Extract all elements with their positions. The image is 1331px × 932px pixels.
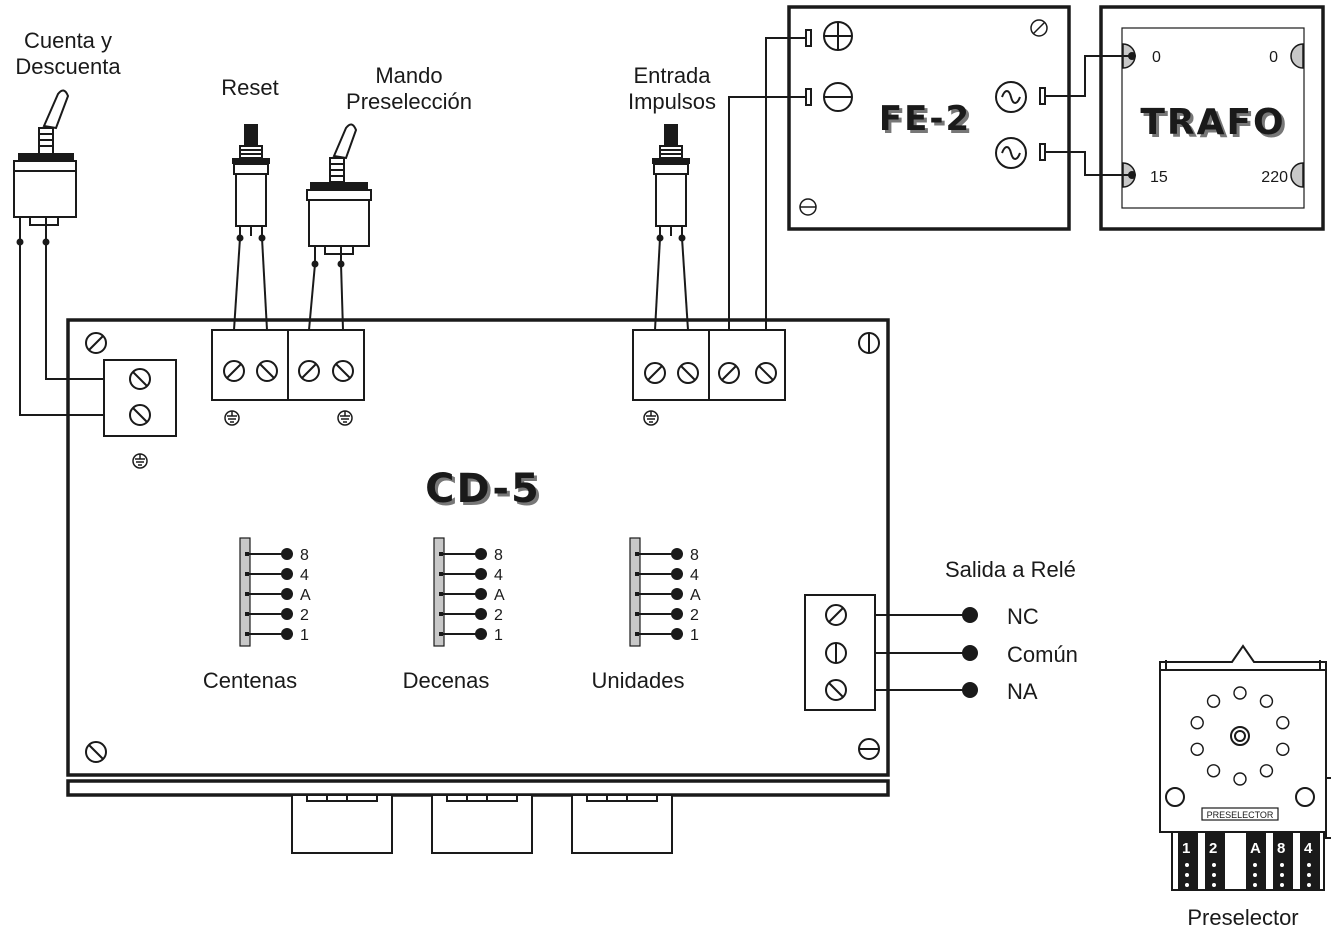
bcd-bit-label: 2: [690, 607, 699, 624]
bcd-bit-label: 8: [690, 547, 699, 564]
bcd-bit-label: 8: [300, 547, 309, 564]
bcd-bit-label: A: [690, 587, 701, 604]
bcd-bit-label: 1: [300, 627, 309, 644]
trafo-terminal-tl: 0: [1152, 49, 1161, 66]
switch-mando-preseleccion[interactable]: [306, 123, 372, 268]
switch-cuenta-descuenta[interactable]: [13, 89, 77, 246]
terminal-block-entrada: [632, 329, 710, 426]
label-mando-line2: Preselección: [346, 89, 472, 114]
minus-icon: [823, 82, 853, 112]
preselector-pin: 2: [1205, 832, 1225, 890]
trafo-terminal-br: 220: [1261, 169, 1288, 186]
plus-icon: [823, 21, 853, 51]
label-cuenta-line2: Descuenta: [15, 54, 121, 79]
label-reset: Reset: [221, 75, 278, 100]
button-reset[interactable]: [232, 124, 270, 242]
label-entrada-line1: Entrada: [633, 63, 711, 88]
button-entrada-impulsos[interactable]: [652, 124, 690, 242]
label-entrada-line2: Impulsos: [628, 89, 716, 114]
trafo-board: [1099, 5, 1325, 231]
svg-text:2: 2: [1209, 840, 1217, 857]
terminal-block-mando: [287, 329, 365, 426]
bcd-bit-label: 4: [494, 567, 503, 584]
label-comun: Común: [1007, 642, 1078, 667]
svg-text:A: A: [1250, 840, 1261, 857]
label-centenas: Centenas: [203, 668, 297, 693]
terminal-block-fe2: [708, 329, 786, 401]
fe2-title: FE-2: [879, 99, 971, 139]
terminal-block-cuenta: [103, 359, 177, 469]
dial-hole: [1206, 694, 1221, 708]
bcd-bit-label: 4: [690, 567, 699, 584]
preselector-plate-label: PRESELECTOR: [1207, 810, 1274, 820]
ac-icon-bottom: [995, 137, 1027, 169]
terminal-block-relay: [804, 594, 978, 711]
bcd-strip-unidades: 8 4A 2 1: [629, 537, 701, 647]
preselector-dial[interactable]: [1190, 686, 1290, 786]
cd5-title: CD-5: [425, 466, 541, 512]
dial-hole: [1206, 764, 1221, 778]
dial-hole: [1276, 742, 1290, 756]
label-cuenta-line1: Cuenta y: [24, 28, 112, 53]
trafo-title-shadow: TRAFO: [1143, 105, 1288, 146]
bcd-strips: 8 4A 2 1 8 4A 2 1 8 4A 2 1: [239, 537, 701, 647]
label-unidades: Unidades: [592, 668, 685, 693]
trafo-terminal-tr: 0: [1269, 49, 1278, 66]
preselector-pin: 8: [1273, 832, 1293, 890]
bcd-bit-label: 1: [690, 627, 699, 644]
label-preselector: Preselector: [1187, 905, 1298, 930]
dial-hole: [1190, 716, 1204, 730]
terminal-block-reset: [211, 329, 289, 426]
bcd-strip-decenas: 8 4A 2 1: [433, 537, 505, 647]
label-mando-line1: Mando: [375, 63, 442, 88]
dial-hole: [1233, 772, 1247, 786]
preselector-pin: 4: [1300, 832, 1320, 890]
svg-text:8: 8: [1277, 840, 1285, 857]
bcd-bit-label: A: [494, 587, 505, 604]
dial-hole: [1190, 742, 1204, 756]
fe2-title-shadow: FE-2: [882, 102, 974, 142]
bcd-bit-label: A: [300, 587, 311, 604]
label-nc: NC: [1007, 604, 1039, 629]
bcd-bit-label: 8: [494, 547, 503, 564]
bcd-bit-label: 4: [300, 567, 309, 584]
label-na: NA: [1007, 679, 1038, 704]
wires: [19, 37, 1132, 416]
ac-icon-top: [995, 81, 1027, 113]
label-salida-rele: Salida a Relé: [945, 557, 1076, 582]
preselector-pin: 1: [1178, 832, 1198, 890]
dial-hole: [1259, 694, 1274, 708]
bcd-strip-centenas: 8 4A 2 1: [239, 537, 311, 647]
label-decenas: Decenas: [403, 668, 490, 693]
bcd-bit-label: 1: [494, 627, 503, 644]
trafo-title: TRAFO: [1140, 102, 1285, 143]
preselector-pin: A: [1246, 832, 1266, 890]
bcd-bit-label: 2: [494, 607, 503, 624]
svg-text:1: 1: [1182, 840, 1190, 857]
dial-hole: [1259, 764, 1274, 778]
dial-hole: [1276, 716, 1290, 730]
fe2-board: [787, 5, 1071, 231]
dial-hole: [1233, 686, 1247, 700]
bcd-bit-label: 2: [300, 607, 309, 624]
svg-text:4: 4: [1304, 840, 1313, 857]
cd5-title-shadow: CD-5: [428, 469, 544, 515]
trafo-terminal-bl: 15: [1150, 169, 1168, 186]
